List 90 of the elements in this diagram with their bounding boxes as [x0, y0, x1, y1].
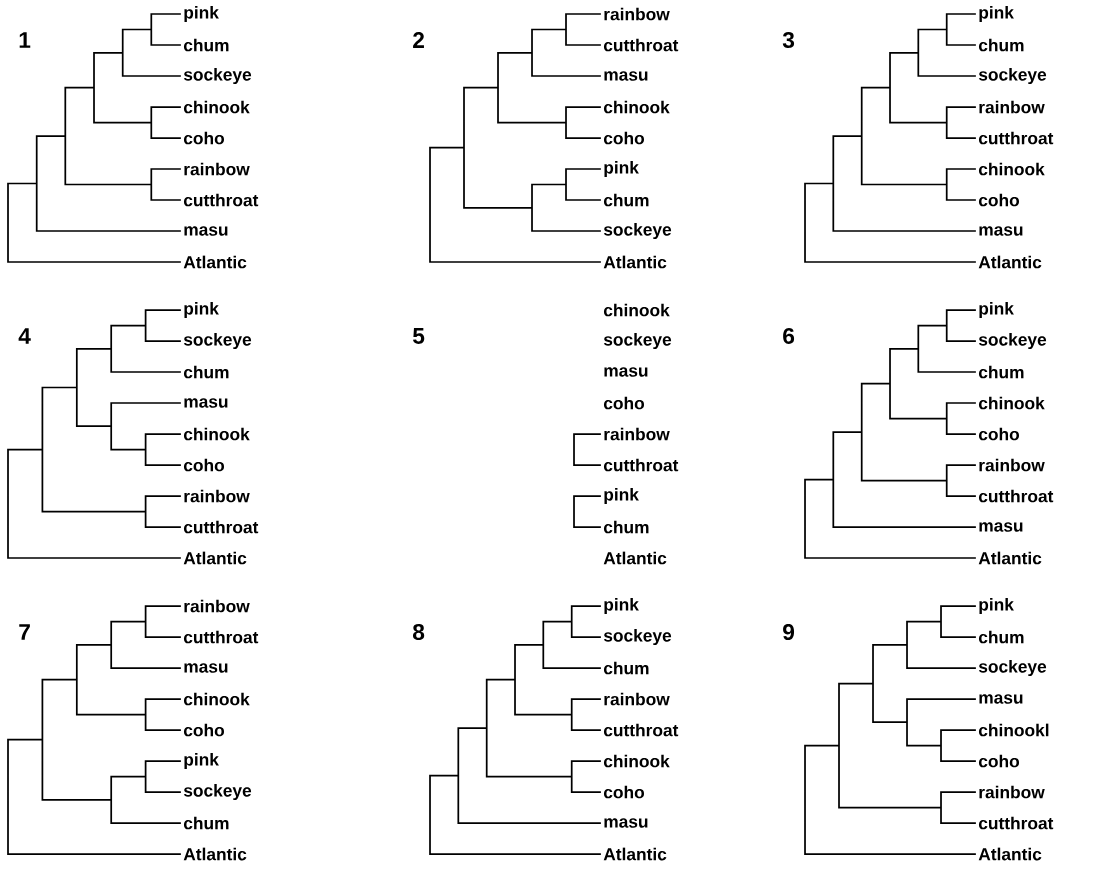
species-label: cutthroat	[978, 489, 1054, 503]
panel-number: 9	[783, 624, 795, 641]
panel-number: 8	[413, 624, 425, 641]
species-label: pink	[604, 597, 639, 615]
species-label: rainbow	[979, 100, 1045, 114]
species-label: rainbow	[604, 692, 670, 706]
species-label: chum	[603, 520, 649, 534]
species-label: pink	[979, 597, 1014, 615]
species-label: Atlantic	[603, 551, 667, 565]
species-label: masu	[604, 818, 648, 828]
species-label: chum	[183, 365, 229, 379]
species-label: chum	[978, 630, 1024, 644]
species-label: chinook	[183, 692, 250, 706]
species-label: masu	[979, 694, 1023, 704]
species-label: pink	[184, 752, 219, 770]
species-label: coho	[978, 427, 1019, 441]
species-label: Atlantic	[183, 255, 247, 269]
species-label: masu	[979, 226, 1023, 236]
species-label: rainbow	[184, 489, 250, 503]
species-label: chinook	[603, 754, 670, 768]
species-label: sockeye	[603, 222, 672, 240]
panel-number: 1	[19, 32, 31, 48]
species-label: pink	[979, 301, 1014, 319]
species-label: pink	[184, 301, 219, 319]
species-label: chinookl	[978, 723, 1049, 737]
species-label: coho	[183, 723, 224, 737]
species-label: masu	[184, 663, 228, 673]
species-label: rainbow	[604, 427, 670, 441]
species-label: chum	[978, 38, 1024, 52]
species-label: Atlantic	[603, 255, 667, 269]
species-label: coho	[603, 131, 644, 145]
panel-number: 7	[19, 624, 30, 640]
species-label: Atlantic	[978, 255, 1042, 269]
species-label: cutthroat	[978, 816, 1054, 830]
species-label: Atlantic	[603, 847, 667, 861]
species-label: rainbow	[184, 599, 250, 613]
species-label: pink	[604, 487, 639, 505]
species-label: cutthroat	[603, 458, 679, 472]
species-label: sockeye	[978, 659, 1047, 677]
species-label: rainbow	[184, 162, 250, 176]
panel-number: 4	[18, 328, 31, 344]
species-label: rainbow	[604, 7, 670, 21]
species-label: chinook	[183, 427, 250, 441]
species-label: sockeye	[603, 332, 672, 350]
species-label: cutthroat	[603, 38, 679, 52]
species-label: Atlantic	[183, 551, 247, 565]
species-label: masu	[604, 367, 648, 377]
species-label: sockeye	[978, 67, 1047, 85]
species-label: cutthroat	[183, 520, 259, 534]
species-label: chinook	[603, 303, 670, 317]
species-label: pink	[604, 160, 639, 178]
species-label: sockeye	[978, 332, 1047, 350]
species-label: cutthroat	[183, 630, 259, 644]
species-label: chinook	[978, 162, 1045, 176]
species-label: sockeye	[183, 67, 252, 85]
species-label: masu	[604, 71, 648, 81]
species-label: pink	[979, 5, 1014, 23]
species-label: chinook	[183, 100, 250, 114]
species-label: coho	[183, 458, 224, 472]
species-label: chum	[603, 193, 649, 207]
species-label: coho	[603, 785, 644, 799]
panel-number: 2	[413, 32, 424, 48]
species-label: rainbow	[979, 785, 1045, 799]
species-label: Atlantic	[978, 847, 1042, 861]
species-label: chinook	[978, 396, 1045, 410]
species-label: Atlantic	[183, 847, 247, 861]
species-label: chum	[183, 38, 229, 52]
species-label: sockeye	[183, 332, 252, 350]
species-label: chum	[978, 365, 1024, 379]
species-label: pink	[184, 5, 219, 23]
species-label: masu	[979, 522, 1023, 532]
species-label: sockeye	[603, 628, 672, 646]
species-label: coho	[183, 131, 224, 145]
species-label: coho	[603, 396, 644, 410]
species-label: sockeye	[183, 783, 252, 801]
species-label: masu	[184, 398, 228, 408]
species-label: masu	[184, 226, 228, 236]
species-label: coho	[978, 754, 1019, 768]
species-label: coho	[978, 193, 1019, 207]
species-label: chum	[603, 661, 649, 675]
panel-number: 6	[783, 328, 795, 345]
panel-number: 5	[412, 328, 425, 344]
species-label: chinook	[603, 100, 670, 114]
species-label: cutthroat	[603, 723, 679, 737]
species-label: cutthroat	[978, 131, 1054, 145]
species-label: chum	[183, 816, 229, 830]
panel-number: 3	[782, 31, 795, 49]
species-label: cutthroat	[183, 193, 259, 207]
species-label: rainbow	[979, 458, 1045, 472]
species-label: Atlantic	[978, 551, 1042, 565]
